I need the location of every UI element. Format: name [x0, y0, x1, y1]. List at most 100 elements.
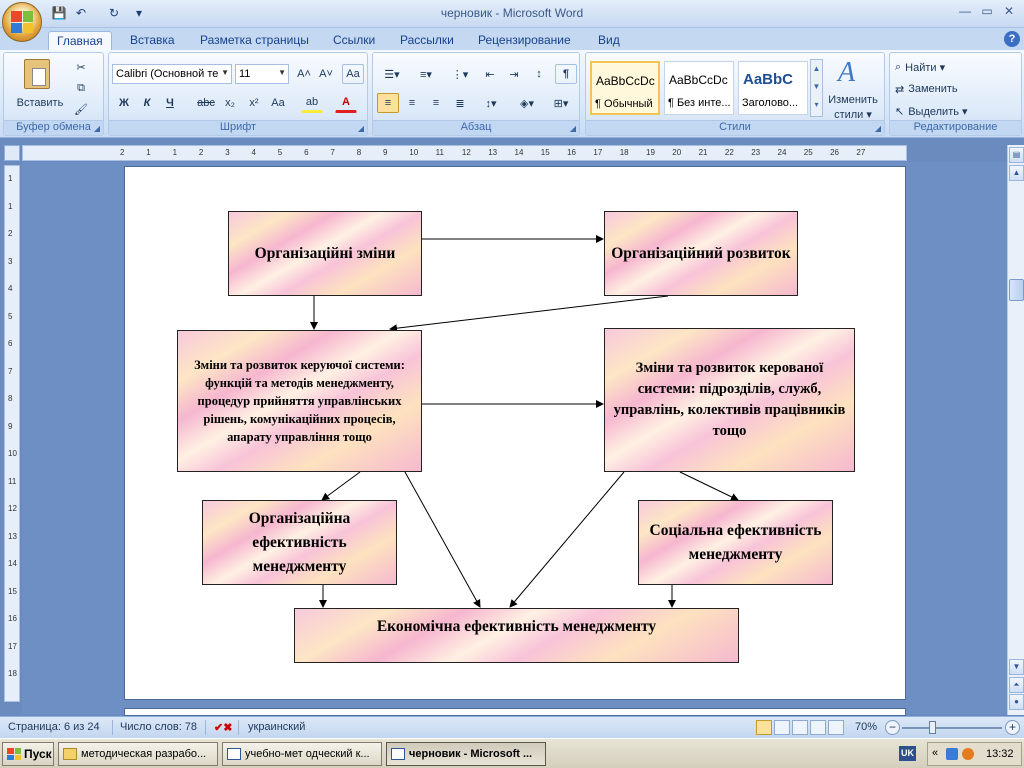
diagram-box-social-efficiency[interactable]: Соціальна ефективність менеджменту	[638, 500, 833, 585]
scroll-thumb[interactable]	[1009, 279, 1024, 301]
web-layout-view-button[interactable]	[792, 720, 808, 735]
tab-references[interactable]: Ссылки	[333, 33, 376, 47]
taskbar-item-folder[interactable]: методическая разрабо...	[58, 742, 218, 766]
taskbar-item-word-doc[interactable]: учебно-мет одческий к...	[222, 742, 382, 766]
zoom-out-button[interactable]: −	[885, 720, 900, 735]
font-size-combo[interactable]: 11▼	[235, 64, 289, 84]
tab-page-layout[interactable]: Разметка страницы	[200, 33, 309, 47]
underline-button[interactable]: Ч	[166, 97, 174, 109]
bold-button[interactable]: Ж	[119, 97, 129, 109]
tab-view[interactable]: Вид	[598, 33, 620, 47]
ruler-toggle-button[interactable]	[4, 145, 20, 161]
start-button[interactable]: Пуск	[2, 742, 54, 766]
shrink-font-button[interactable]: A˅	[319, 68, 333, 80]
diagram-box-org-development[interactable]: Організаційний розвиток	[604, 211, 798, 296]
diagram-box-managed-system[interactable]: Зміни та розвиток керованої системи: під…	[604, 328, 855, 472]
styles-scroll[interactable]: ▲▼▾	[810, 59, 823, 117]
undo-icon[interactable]: ↶	[75, 6, 87, 20]
bullets-button[interactable]: ☰▾	[384, 68, 400, 81]
format-painter-icon[interactable]: 🖌	[74, 103, 88, 116]
customize-quick-access-icon[interactable]: ▾	[135, 6, 143, 20]
zoom-slider-thumb[interactable]	[929, 721, 936, 734]
select-button[interactable]: ↖Выделить ▾	[894, 101, 984, 121]
paste-button[interactable]: Вставить	[16, 97, 64, 109]
change-case-button[interactable]: Aa	[271, 97, 285, 109]
ruler-view-icon[interactable]: ▤	[1009, 147, 1024, 163]
grow-font-button[interactable]: A˄	[297, 68, 311, 80]
office-button[interactable]	[2, 2, 42, 42]
cut-icon[interactable]: ✂	[76, 61, 86, 74]
change-styles-button[interactable]: Изменить	[828, 94, 878, 106]
tab-insert[interactable]: Вставка	[130, 33, 175, 47]
clock[interactable]: 13:32	[986, 748, 1014, 760]
proofing-icon[interactable]: ✔✖	[214, 722, 233, 734]
scroll-down-button[interactable]: ▼	[1009, 659, 1024, 675]
numbering-button[interactable]: ≡▾	[420, 68, 432, 81]
help-icon[interactable]: ?	[1004, 31, 1020, 47]
increase-indent-button[interactable]: ⇥	[509, 68, 519, 81]
tab-review[interactable]: Рецензирование	[478, 33, 571, 47]
borders-button[interactable]: ⊞▾	[553, 97, 569, 110]
full-screen-view-button[interactable]	[774, 720, 790, 735]
paragraph-launcher-icon[interactable]: ◢	[569, 124, 576, 133]
style-normal[interactable]: AaBbCcDc ¶ Обычный	[590, 61, 660, 115]
input-language-indicator[interactable]: UK	[899, 746, 916, 761]
styles-launcher-icon[interactable]: ◢	[874, 124, 881, 133]
change-styles-button-line2[interactable]: стили ▾	[834, 108, 872, 121]
maximize-button[interactable]: ▭	[981, 4, 993, 18]
scroll-up-button[interactable]: ▲	[1009, 165, 1024, 181]
vertical-scrollbar[interactable]: ▤ ▲ ▼ ⏶ ●	[1007, 145, 1024, 715]
zoom-in-button[interactable]: +	[1005, 720, 1020, 735]
align-right-button[interactable]: ≡	[432, 97, 440, 109]
diagram-box-org-efficiency[interactable]: Організаційна ефективність менеджменту	[202, 500, 397, 585]
page-count[interactable]: Страница: 6 из 24	[8, 721, 100, 733]
find-button[interactable]: ⌕Найти ▾	[894, 57, 974, 77]
style-heading[interactable]: AaBbC Заголово...	[738, 61, 808, 115]
strikethrough-button[interactable]: abc	[197, 97, 215, 109]
line-spacing-button[interactable]: ↕▾	[485, 97, 497, 110]
justify-button[interactable]: ≣	[455, 97, 465, 110]
tab-home[interactable]: Главная	[48, 31, 112, 50]
draft-view-button[interactable]	[828, 720, 844, 735]
prev-page-button[interactable]: ⏶	[1009, 677, 1024, 693]
align-left-button[interactable]: ≡	[377, 93, 399, 113]
redo-icon[interactable]: ↻	[108, 6, 120, 20]
outline-view-button[interactable]	[810, 720, 826, 735]
superscript-button[interactable]: x²	[249, 97, 259, 109]
taskbar-item-draft[interactable]: черновик - Microsoft ...	[386, 742, 546, 766]
diagram-box-managing-system[interactable]: Зміни та розвиток керуючої системи: функ…	[177, 330, 422, 472]
clipboard-launcher-icon[interactable]: ◢	[93, 124, 100, 133]
copy-icon[interactable]: ⧉	[77, 81, 85, 94]
close-button[interactable]: ✕	[1003, 4, 1015, 18]
language-indicator[interactable]: украинский	[248, 721, 306, 733]
sort-button[interactable]: ↕	[536, 68, 542, 80]
align-center-button[interactable]: ≡	[408, 97, 416, 109]
diagram-box-economic-efficiency[interactable]: Економічна ефективність менеджменту	[294, 608, 739, 663]
style-no-spacing[interactable]: AaBbCcDc ¶ Без инте...	[664, 61, 734, 115]
multilevel-list-button[interactable]: ⋮▾	[451, 68, 469, 81]
clear-format-button[interactable]: Aa	[342, 64, 364, 84]
select-browse-object-button[interactable]: ●	[1009, 694, 1024, 710]
tray-expand-icon[interactable]: «	[932, 747, 939, 759]
zoom-slider-track[interactable]	[902, 727, 1002, 729]
font-launcher-icon[interactable]: ◢	[357, 124, 364, 133]
replace-button[interactable]: ⇄Заменить	[894, 79, 974, 99]
print-layout-view-button[interactable]	[756, 720, 772, 735]
tab-mailings[interactable]: Рассылки	[400, 33, 454, 47]
diagram-box-org-changes[interactable]: Організаційні зміни	[228, 211, 422, 296]
minimize-button[interactable]: —	[959, 4, 971, 18]
font-name-combo[interactable]: Calibri (Основной те▼	[112, 64, 232, 84]
decrease-indent-button[interactable]: ⇤	[485, 68, 495, 81]
subscript-button[interactable]: x₂	[225, 97, 235, 109]
show-marks-button[interactable]: ¶	[555, 64, 577, 84]
shading-button[interactable]: ◈▾	[520, 97, 534, 110]
zoom-level[interactable]: 70%	[855, 721, 878, 733]
italic-button[interactable]: К	[143, 97, 151, 109]
highlight-button[interactable]: ab	[301, 93, 323, 113]
word-count[interactable]: Число слов: 78	[120, 721, 198, 733]
font-color-button[interactable]: A	[335, 93, 357, 113]
antivirus-icon[interactable]	[962, 748, 974, 760]
network-icon[interactable]	[946, 748, 958, 760]
